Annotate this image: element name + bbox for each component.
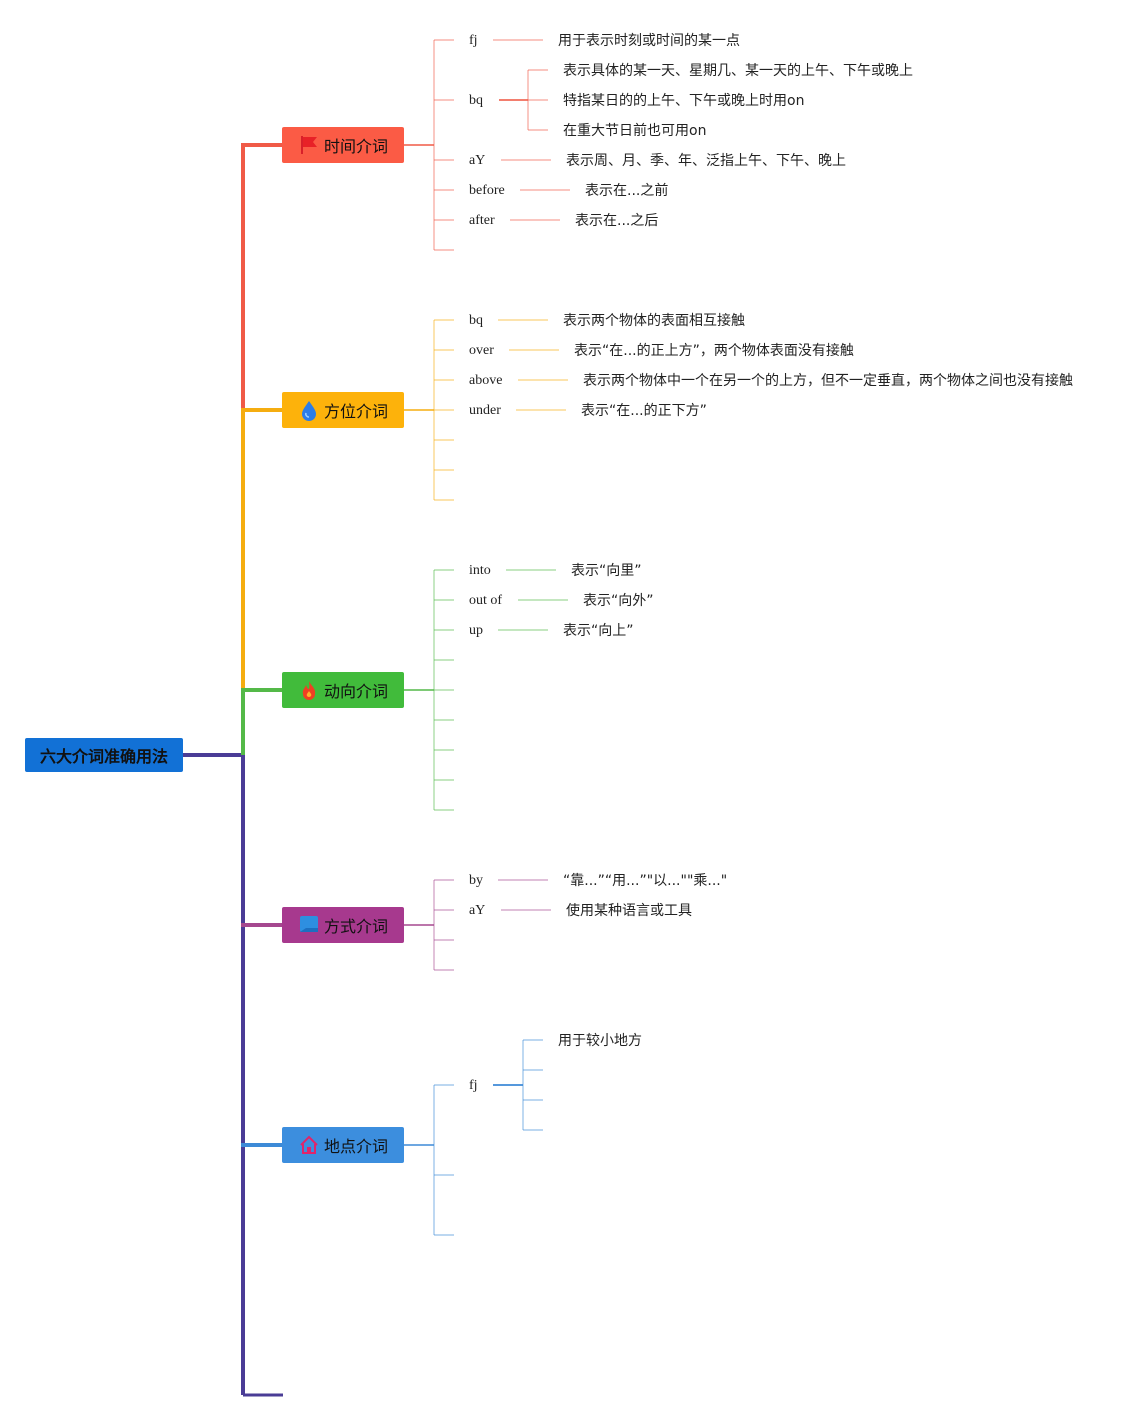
item-label[interactable]: after — [469, 213, 495, 228]
item-label[interactable]: fj — [469, 1078, 478, 1093]
category-direction-label: 动向介词 — [323, 682, 388, 701]
item-label[interactable]: up — [469, 623, 483, 638]
item-label[interactable]: bq — [469, 93, 483, 108]
item-label[interactable]: by — [469, 873, 483, 888]
item-label[interactable]: fj — [469, 33, 478, 48]
item-description[interactable]: 特指某日的的上午、下午或晚上时用on — [563, 93, 805, 109]
item-description[interactable]: 表示在...之前 — [585, 183, 669, 199]
item-description[interactable]: 表示在...之后 — [575, 213, 659, 229]
category-time-label: 时间介词 — [323, 137, 388, 156]
item-description[interactable]: 在重大节日前也可用on — [563, 123, 707, 139]
item-description[interactable]: 表示“在...的正下方” — [581, 403, 707, 419]
item-description[interactable]: “靠...”“用...”"以...""乘..." — [563, 873, 728, 889]
item-description[interactable]: 表示两个物体中一个在另一个的上方，但不一定垂直，两个物体之间也没有接触 — [583, 373, 1073, 389]
category-manner-label: 方式介词 — [323, 917, 388, 936]
home-icon — [298, 1134, 320, 1156]
category-time[interactable]: 时间介词 — [282, 127, 404, 163]
item-label[interactable]: out of — [469, 593, 503, 608]
item-description[interactable]: 表示“向里” — [571, 563, 642, 579]
item-label[interactable]: aY — [469, 903, 486, 918]
item-description[interactable]: 表示具体的某一天、星期几、某一天的上午、下午或晚上 — [563, 63, 913, 79]
item-description[interactable]: 表示“在...的正上方”，两个物体表面没有接触 — [574, 343, 854, 359]
flag-icon — [298, 134, 320, 156]
root-node[interactable]: 六大介词准确用法 — [25, 738, 183, 772]
category-position-label: 方位介词 — [323, 402, 388, 421]
item-label[interactable]: bq — [469, 313, 483, 328]
item-description[interactable]: 表示两个物体的表面相互接触 — [563, 313, 745, 329]
category-position[interactable]: 方位介词 — [282, 392, 404, 428]
item-label[interactable]: into — [469, 563, 491, 578]
item-label[interactable]: over — [469, 343, 494, 358]
item-label[interactable]: above — [469, 373, 503, 388]
water-drop-icon — [298, 399, 320, 421]
fire-icon — [298, 679, 320, 701]
item-description[interactable]: 使用某种语言或工具 — [566, 903, 692, 919]
item-description[interactable]: 表示“向外” — [583, 593, 654, 609]
item-label[interactable]: before — [469, 183, 505, 198]
item-label[interactable]: under — [469, 403, 501, 418]
item-description[interactable]: 表示周、月、季、年、泛指上午、下午、晚上 — [566, 153, 846, 169]
category-place-label: 地点介词 — [323, 1137, 388, 1156]
item-label[interactable]: aY — [469, 153, 486, 168]
item-description[interactable]: 用于表示时刻或时间的某一点 — [558, 33, 740, 49]
category-direction[interactable]: 动向介词 — [282, 672, 404, 708]
item-description[interactable]: 用于较小地方 — [558, 1033, 642, 1049]
item-description[interactable]: 表示“向上” — [563, 623, 634, 639]
category-manner[interactable]: 方式介词 — [282, 907, 404, 943]
category-place[interactable]: 地点介词 — [282, 1127, 404, 1163]
blue-flag-icon — [298, 914, 320, 936]
